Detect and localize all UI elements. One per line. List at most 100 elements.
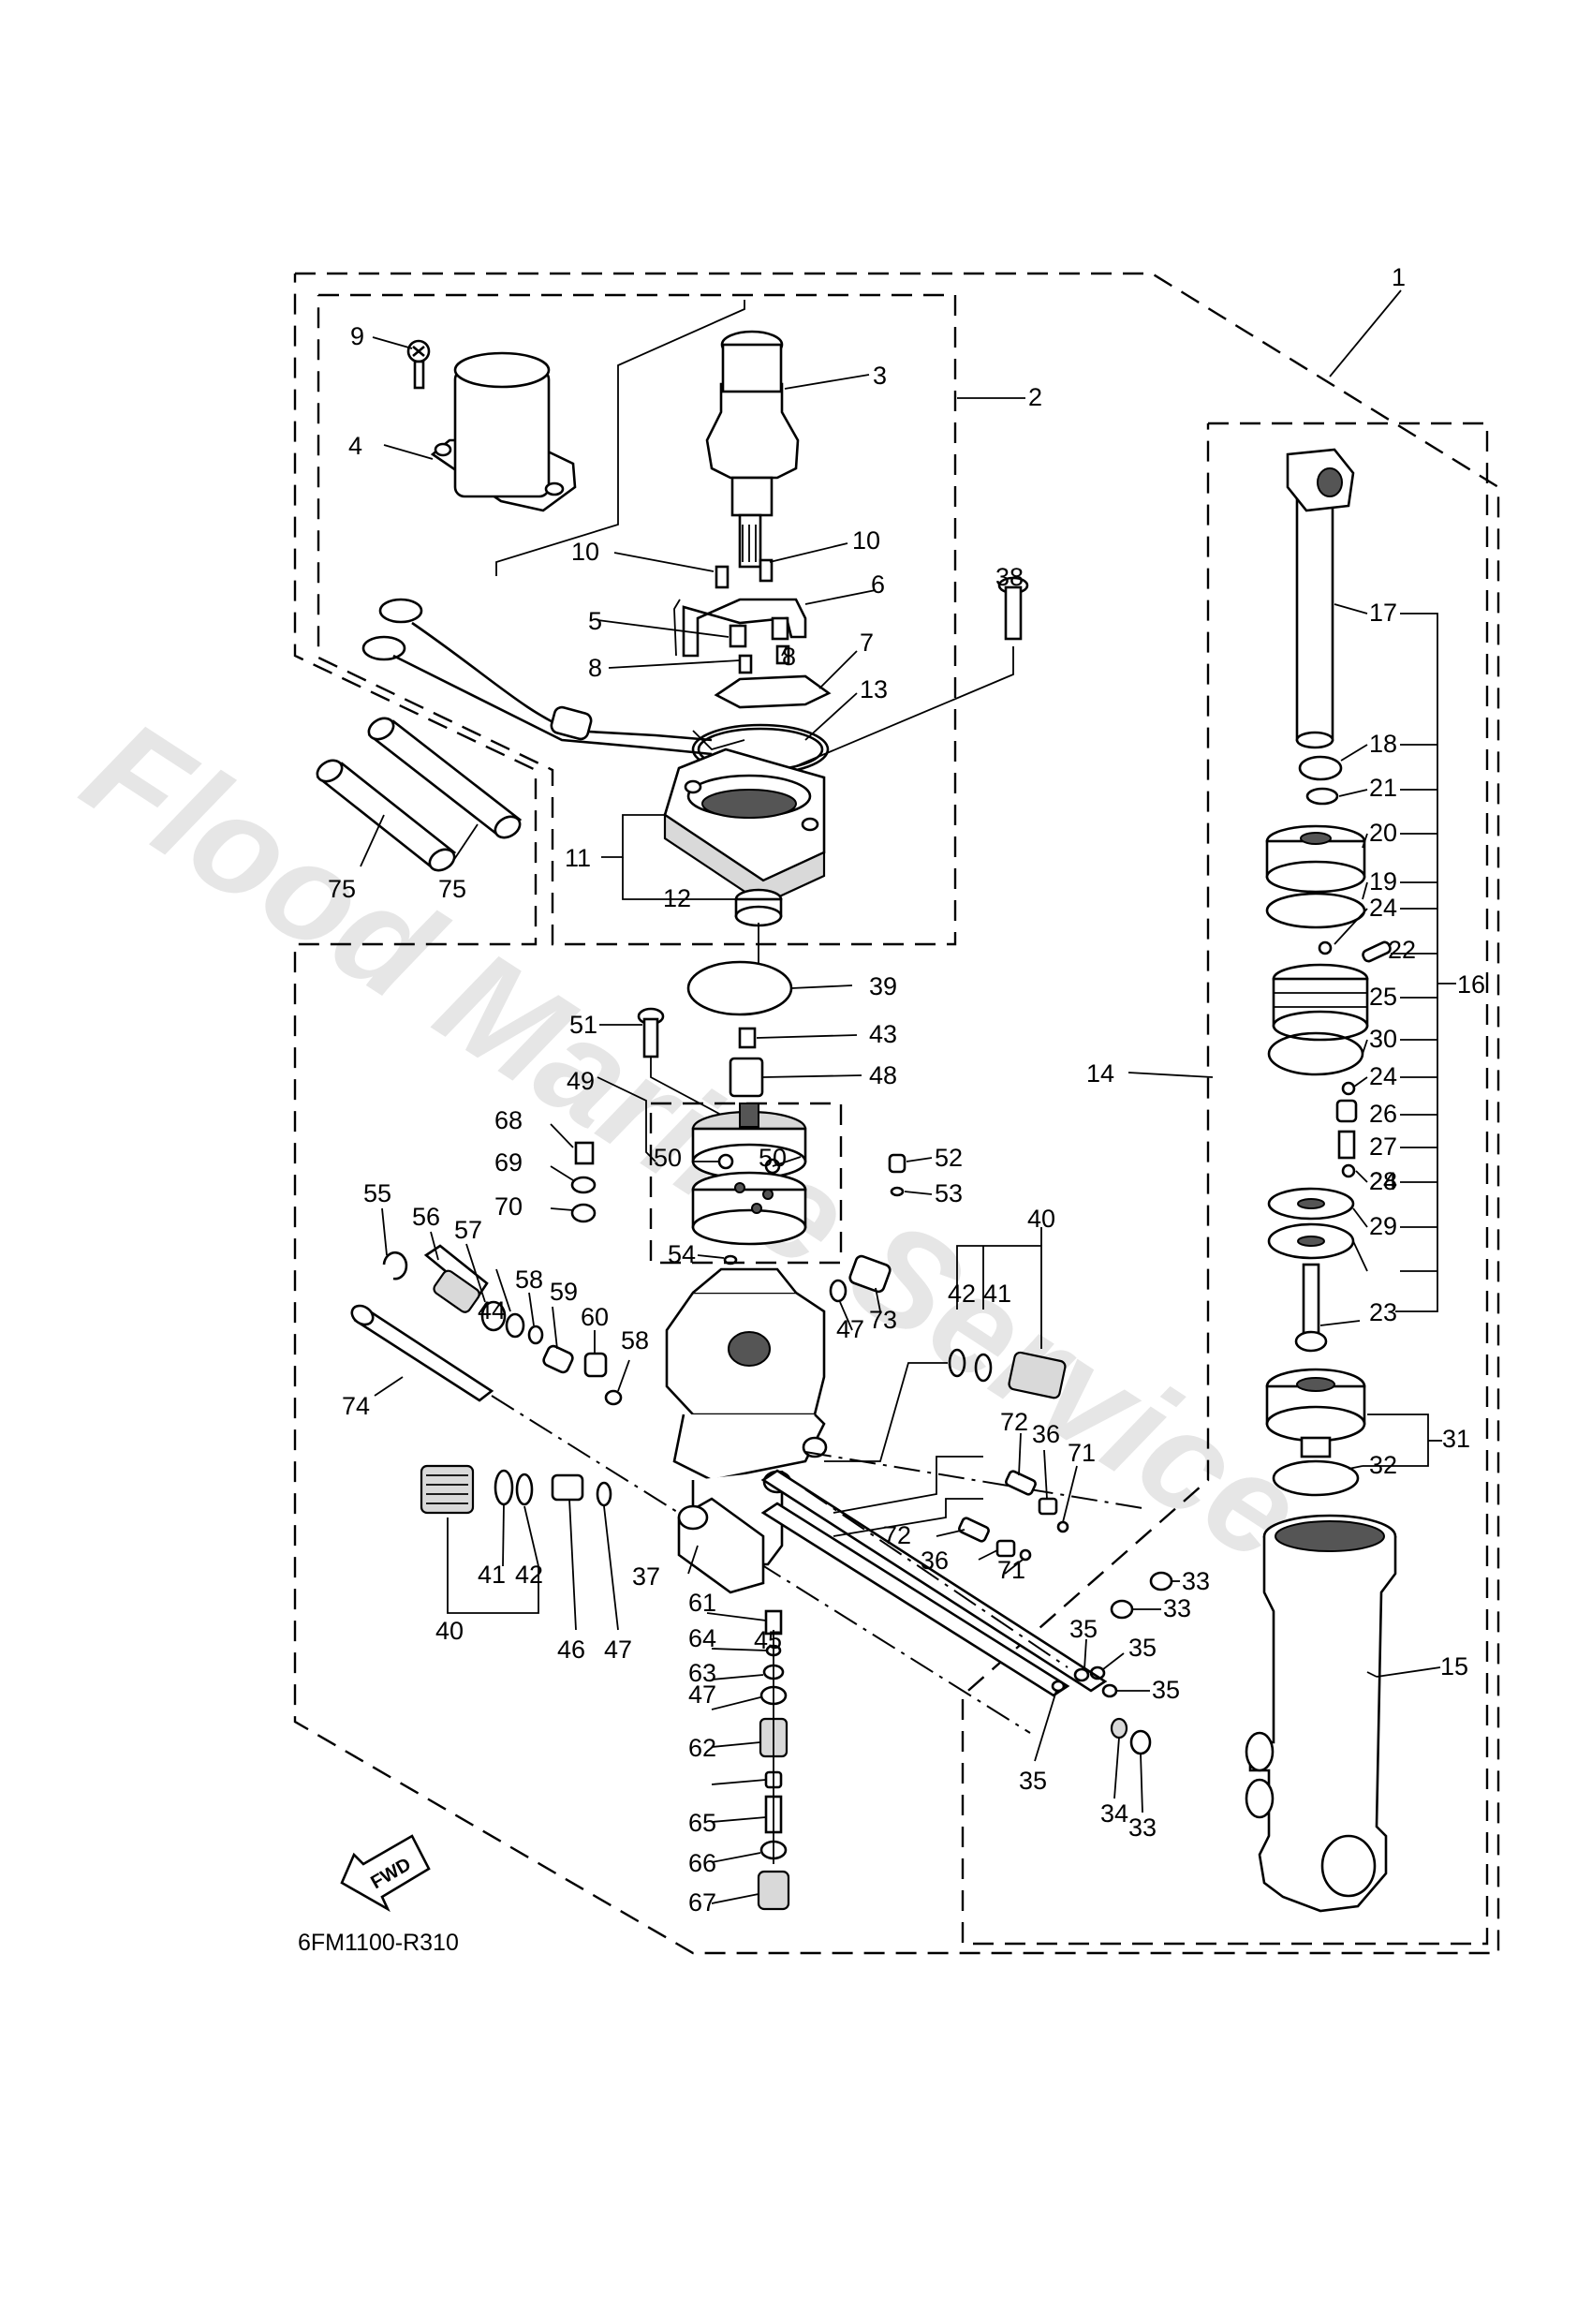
callout: 47 bbox=[604, 1636, 632, 1664]
callout: 65 bbox=[688, 1809, 716, 1837]
callout: 41 bbox=[983, 1280, 1011, 1308]
callout: 63 bbox=[688, 1659, 716, 1687]
callout: 46 bbox=[557, 1636, 585, 1664]
callout: 35 bbox=[1019, 1767, 1047, 1795]
callout: 7 bbox=[860, 629, 874, 657]
callout: 48 bbox=[869, 1061, 897, 1089]
callout: 37 bbox=[632, 1562, 660, 1591]
callout: 29 bbox=[1369, 1212, 1397, 1240]
callout: 5 bbox=[588, 607, 602, 635]
callout: 61 bbox=[688, 1589, 716, 1617]
callout: 71 bbox=[1068, 1439, 1096, 1467]
callout: 62 bbox=[688, 1734, 716, 1762]
callout: 40 bbox=[435, 1617, 464, 1645]
callout: 50 bbox=[759, 1144, 787, 1172]
callout: 23 bbox=[1369, 1298, 1397, 1326]
callout: 66 bbox=[688, 1849, 716, 1877]
leader-lines bbox=[360, 289, 1456, 1904]
callout: 47 bbox=[688, 1680, 716, 1709]
callout: 36 bbox=[1032, 1420, 1060, 1448]
callout: 17 bbox=[1369, 599, 1397, 627]
callout: 50 bbox=[654, 1144, 682, 1172]
callout: 8 bbox=[782, 643, 796, 671]
motor-section bbox=[361, 300, 1029, 927]
callout: 27 bbox=[1369, 1132, 1397, 1161]
callout: 39 bbox=[869, 972, 897, 1000]
callout: 13 bbox=[860, 675, 888, 703]
callout: 35 bbox=[1128, 1634, 1157, 1662]
callout: 47 bbox=[836, 1315, 864, 1343]
callout: 58 bbox=[621, 1326, 649, 1354]
callout: 42 bbox=[948, 1280, 976, 1308]
callout: 3 bbox=[873, 362, 887, 390]
callout: 73 bbox=[869, 1306, 897, 1334]
callout: 44 bbox=[478, 1296, 506, 1325]
callout: 52 bbox=[935, 1144, 963, 1172]
callout: 40 bbox=[1027, 1205, 1055, 1233]
callout: 38 bbox=[995, 563, 1024, 591]
callout: 22 bbox=[1388, 936, 1416, 964]
callout: 4 bbox=[348, 432, 362, 460]
callout: 58 bbox=[515, 1266, 543, 1294]
callout: 35 bbox=[1152, 1676, 1180, 1704]
callout: 64 bbox=[688, 1624, 716, 1652]
callout: 74 bbox=[342, 1392, 370, 1420]
callout: 1 bbox=[1392, 263, 1406, 291]
callout: 75 bbox=[328, 875, 356, 903]
callout: 55 bbox=[363, 1179, 391, 1207]
tubes-75 bbox=[316, 717, 523, 872]
callout: 45 bbox=[754, 1626, 782, 1654]
callout: 15 bbox=[1440, 1652, 1468, 1680]
callout: 68 bbox=[494, 1106, 523, 1134]
callout: 28 bbox=[1369, 1167, 1397, 1195]
callout: 33 bbox=[1163, 1594, 1191, 1622]
callout: 24 bbox=[1369, 1062, 1397, 1090]
callout: 34 bbox=[1100, 1799, 1128, 1828]
callout: 26 bbox=[1369, 1100, 1397, 1128]
callout: 19 bbox=[1369, 867, 1397, 896]
callout: 2 bbox=[1028, 383, 1042, 411]
callout: 33 bbox=[1182, 1567, 1210, 1595]
callout: 36 bbox=[921, 1547, 949, 1575]
callout: 60 bbox=[581, 1303, 609, 1331]
pump-section bbox=[350, 923, 1173, 1911]
callout: 20 bbox=[1369, 819, 1397, 847]
callout: 51 bbox=[569, 1011, 597, 1039]
callout: 18 bbox=[1369, 730, 1397, 758]
assembly-boundaries bbox=[293, 272, 1500, 1955]
callout: 56 bbox=[412, 1203, 440, 1231]
callout: 72 bbox=[1000, 1408, 1028, 1436]
callout: 71 bbox=[997, 1556, 1025, 1584]
diagram-code: 6FM1100-R310 bbox=[298, 1930, 459, 1956]
callout: 14 bbox=[1086, 1059, 1114, 1088]
callout: 42 bbox=[515, 1561, 543, 1589]
callout: 25 bbox=[1369, 983, 1397, 1011]
callout: 59 bbox=[550, 1278, 578, 1306]
callout: 31 bbox=[1442, 1425, 1470, 1453]
callout: 16 bbox=[1457, 970, 1485, 999]
callout: 24 bbox=[1369, 1167, 1397, 1195]
callout: 11 bbox=[565, 844, 591, 872]
callout: 69 bbox=[494, 1148, 523, 1177]
cylinder-section bbox=[1245, 448, 1397, 1913]
callout: 35 bbox=[1069, 1615, 1098, 1643]
callout: 72 bbox=[883, 1521, 911, 1549]
callout-labels: 1 2 3 4 5 6 7 8 8 9 10 10 11 12 13 14 15… bbox=[328, 263, 1485, 1917]
callout: 9 bbox=[350, 322, 364, 350]
callout: 8 bbox=[588, 654, 602, 682]
callout: 21 bbox=[1369, 774, 1397, 802]
callout: 75 bbox=[438, 875, 466, 903]
callout: 33 bbox=[1128, 1813, 1157, 1842]
callout: 43 bbox=[869, 1020, 897, 1048]
callout: 41 bbox=[478, 1561, 506, 1589]
fwd-arrow: FWD bbox=[340, 1834, 431, 1913]
callout: 12 bbox=[663, 884, 691, 912]
callout: 32 bbox=[1369, 1451, 1397, 1479]
callout: 67 bbox=[688, 1888, 716, 1917]
callout: 70 bbox=[494, 1192, 523, 1221]
callout: 49 bbox=[567, 1067, 595, 1095]
callout: 24 bbox=[1369, 894, 1397, 922]
callout: 30 bbox=[1369, 1025, 1397, 1053]
callout: 54 bbox=[668, 1240, 696, 1268]
